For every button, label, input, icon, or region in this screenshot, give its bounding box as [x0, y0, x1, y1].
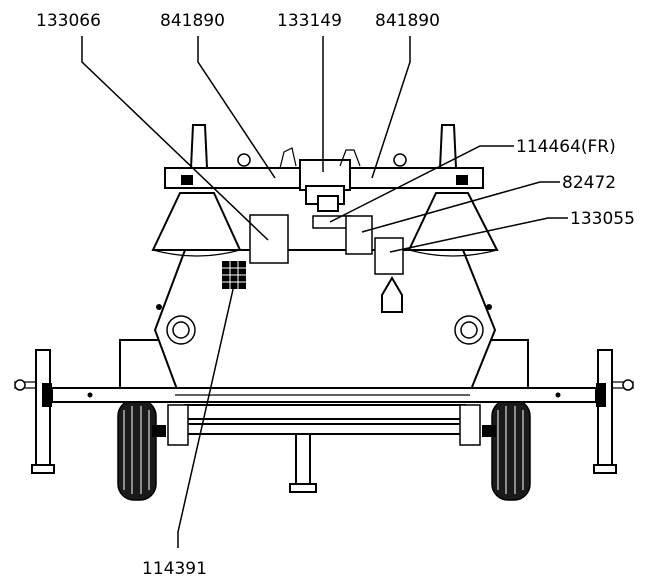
label-133055: 133055 — [570, 209, 635, 229]
left-tire — [117, 399, 157, 501]
label-82472: 82472 — [562, 173, 616, 193]
label-133149: 133149 — [277, 11, 342, 31]
tow-hitch — [381, 276, 403, 313]
decal-82472 — [345, 215, 373, 255]
leader-lines — [81, 36, 568, 548]
right-tire — [491, 399, 531, 501]
part-labels: 133066 841890 133149 841890 114464(FR) 8… — [36, 11, 635, 579]
right-vent — [454, 315, 484, 345]
left-outrigger-jack — [14, 349, 55, 474]
label-114464-fr: 114464(FR) — [516, 137, 616, 157]
center-jack — [295, 433, 311, 485]
right-outrigger-jack — [593, 349, 634, 474]
decal-133066 — [249, 214, 289, 264]
decal-133055 — [374, 237, 404, 275]
left-vent — [166, 315, 196, 345]
main-body — [153, 249, 497, 393]
label-133066: 133066 — [36, 11, 101, 31]
label-841890-left: 841890 — [160, 11, 225, 31]
right-lamp — [407, 192, 499, 251]
light-tower-drawing — [14, 124, 634, 501]
label-114391: 114391 — [142, 559, 207, 579]
label-841890-right: 841890 — [375, 11, 440, 31]
